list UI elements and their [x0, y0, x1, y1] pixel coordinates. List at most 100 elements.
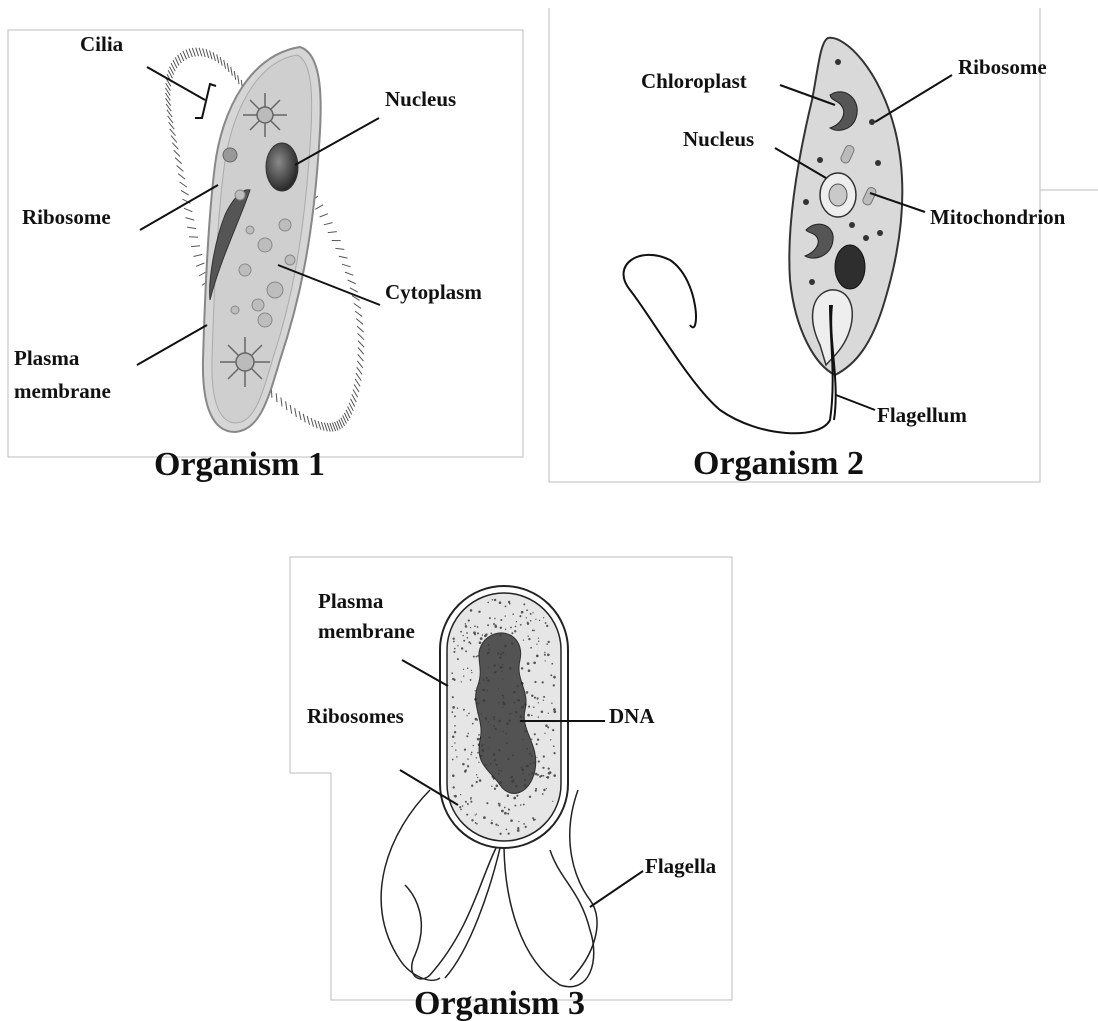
ribosome-dot [470, 627, 471, 628]
cilium [186, 218, 195, 221]
ribosome-dot [520, 804, 522, 806]
ribosome-dot [491, 820, 492, 821]
label-chloroplast: Chloroplast [641, 69, 747, 93]
ribosome-dot [476, 813, 477, 814]
ribosome-dot [523, 804, 525, 806]
ribosome-dot [476, 774, 477, 775]
ribosome-dot [478, 611, 480, 613]
ribosome-dot [543, 700, 544, 701]
ribosome-dot [476, 823, 478, 825]
ribosome-dot [537, 739, 539, 741]
ribosome-dot [543, 775, 545, 777]
ribosome-dot [468, 713, 470, 715]
cilium [358, 348, 364, 355]
label-flagella: Flagella [645, 854, 717, 878]
cilium [290, 405, 292, 414]
ribosome-dot [536, 655, 539, 658]
cilium [178, 55, 182, 63]
ribosome-dot [546, 625, 548, 627]
cilium [180, 53, 184, 61]
cilium [231, 67, 233, 76]
ribosome-dot [528, 669, 531, 672]
organism-1-title: Organism 1 [154, 446, 325, 483]
ribosome-dot [527, 662, 530, 665]
cilium [303, 414, 305, 423]
ribosome-dot [544, 652, 545, 653]
cilium [194, 254, 203, 256]
ribosome-dot [467, 765, 469, 767]
ribosome-dot [475, 814, 476, 815]
ribosome-dot [545, 660, 546, 661]
ribosome-dot [454, 795, 456, 797]
cilium [339, 256, 348, 258]
ribosome-dot [548, 641, 550, 643]
cilium [276, 393, 277, 402]
ribosome-dot [460, 809, 462, 811]
ribosome-dot [462, 805, 464, 807]
ribosome-dot [516, 621, 517, 622]
ribosome-dot [468, 620, 470, 622]
cilium [177, 166, 184, 172]
ribosome-dot [531, 695, 533, 697]
ribosome-dot [494, 599, 496, 601]
ribosome-dot [510, 819, 513, 822]
ribosome-dot [530, 647, 532, 649]
cilium [174, 150, 180, 156]
label-ribosome-2: Ribosome [958, 55, 1047, 79]
cilium [358, 333, 364, 339]
ribosome-dot [504, 807, 506, 809]
ribosome-dot [526, 691, 529, 694]
cilium [196, 263, 204, 266]
ribosome-dot [527, 635, 528, 636]
ribosome-dot [538, 702, 539, 703]
ribosome-dot [479, 779, 482, 782]
ribosome-dot [486, 802, 488, 804]
cilium [355, 311, 362, 316]
ribosome-dot [495, 624, 497, 626]
ribosome-dot [526, 617, 527, 618]
ribosome-dot [492, 599, 494, 601]
ribosome-dot [505, 615, 506, 616]
label-membrane: membrane [14, 379, 111, 403]
cilium [355, 379, 360, 387]
euglena-nucleolus [829, 184, 847, 206]
ribosome-dot [451, 672, 453, 674]
ribosome-dot [553, 774, 556, 777]
ribosome-dot [498, 805, 500, 807]
ribosome-dot [453, 641, 455, 643]
ribosome-dot [539, 776, 541, 778]
ribosome-dot [474, 625, 476, 627]
ribosome-dot [455, 749, 456, 750]
ribosome-dot [483, 816, 486, 819]
ribosome-dot [476, 757, 477, 758]
ribosome-dot [484, 635, 487, 638]
ribosome-dot [543, 696, 545, 698]
ribosome-dot [548, 713, 549, 714]
ribosome-dot [470, 609, 473, 612]
ribosome-dot [463, 675, 464, 676]
ribosome-dot [451, 746, 452, 747]
ribosome-dot [461, 681, 462, 682]
ribosome-dot [536, 644, 537, 645]
ribosome-dot [467, 758, 468, 759]
ribosome-dot [470, 801, 472, 803]
cilium [356, 373, 361, 380]
ribosome-dot [465, 769, 467, 771]
ribosome-dot [529, 796, 531, 798]
ribosome-dot [467, 637, 469, 639]
ribosome-dot [513, 797, 516, 800]
ribosome-dot [546, 788, 547, 789]
ribosome-dot [476, 656, 478, 658]
ribosome-dot [508, 808, 510, 810]
ribosome-dot [476, 719, 478, 721]
ribosome-dot [508, 832, 510, 834]
ribosome-dot [461, 647, 463, 649]
cilium [227, 63, 229, 72]
cilium [181, 190, 189, 195]
ribosome-dot [516, 795, 518, 797]
ribosome-dot [466, 814, 468, 816]
cilium [171, 136, 177, 143]
cilium [281, 397, 282, 406]
ribosome-dot [533, 706, 535, 708]
